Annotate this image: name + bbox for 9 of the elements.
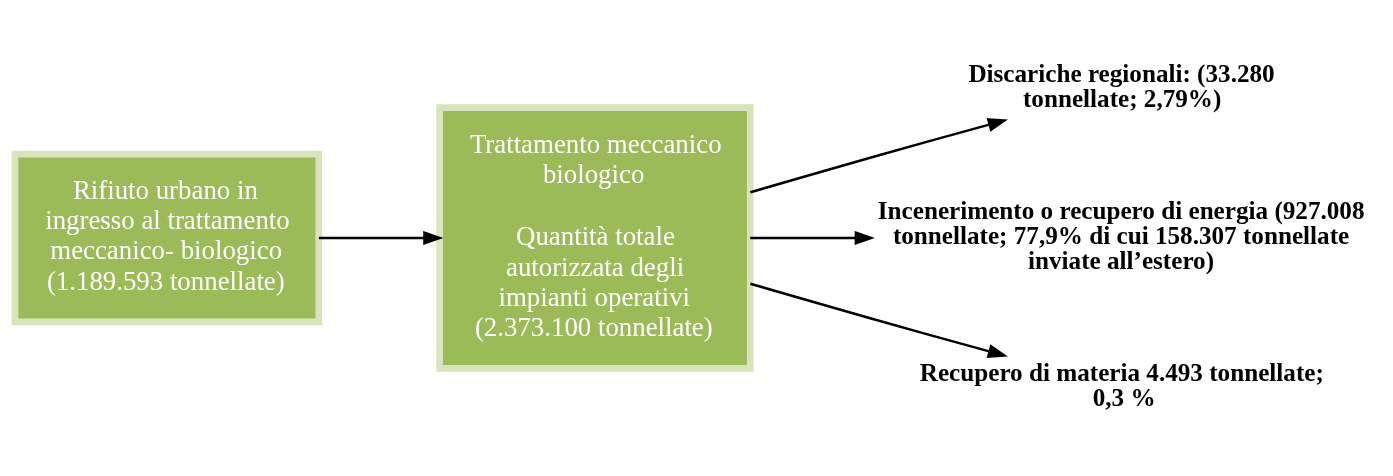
arrow (750, 118, 1008, 194)
arrow (750, 282, 1008, 358)
node-box: Trattamento meccanico biologico Quantità totale autorizzata degli impianti operativi (2.373.100 tonnellate) (436, 104, 754, 372)
node-text: Discariche regionali: (33.280 tonnellate; 2,79%) (968, 59, 1275, 113)
arrow (318, 230, 444, 246)
node-text: Recupero di materia 4.493 tonnellate; 0,3 % (919, 358, 1324, 411)
node-text: Incenerimento o recupero di energia (927.008 tonnellate; 77,9% di cui 158.307 tonnellate inviate all’estero) (877, 196, 1365, 275)
arrow (750, 230, 875, 246)
node-box: Rifiuto urbano in ingresso al trattamento meccanico- biologico (1.189.593 tonnellate) (11, 150, 323, 326)
